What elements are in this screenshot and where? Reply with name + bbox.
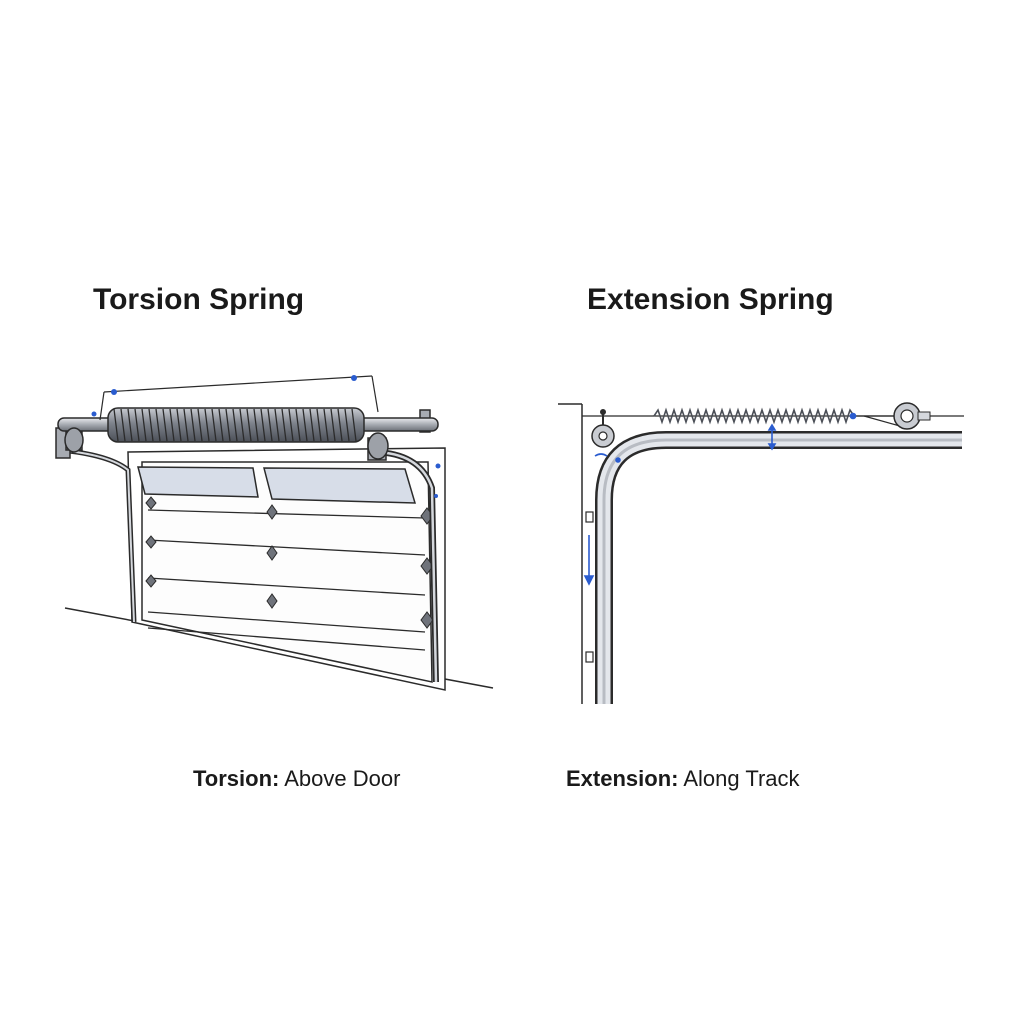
track-mounting-bolts xyxy=(585,511,594,663)
door-window-left xyxy=(137,466,259,498)
torsion-caption-label: Torsion: xyxy=(193,766,280,791)
left-vertical-track xyxy=(59,447,137,623)
door-window-right xyxy=(263,467,417,504)
cable-drums xyxy=(64,427,389,460)
extension-blue-markers xyxy=(583,412,857,586)
torsion-caption: Torsion: Above Door xyxy=(193,766,400,792)
extension-illustration xyxy=(558,402,964,704)
extension-spring-title: Extension Spring xyxy=(587,283,834,316)
curved-track-shine xyxy=(602,438,962,704)
torsion-caption-text: Above Door xyxy=(279,766,401,791)
extension-caption: Extension: Along Track xyxy=(566,766,800,792)
door-panel-lines xyxy=(147,509,426,651)
torsion-cable-assembly xyxy=(99,375,379,421)
extension-cable xyxy=(850,415,901,427)
blue-cable-markers xyxy=(91,375,441,498)
torsion-illustration xyxy=(55,375,494,691)
torsion-coil-spring xyxy=(107,407,365,443)
extension-caption-text: Along Track xyxy=(678,766,800,791)
extension-spring xyxy=(653,407,855,425)
rear-pulley xyxy=(893,402,931,430)
curved-track-inner xyxy=(597,433,962,704)
extension-caption-label: Extension: xyxy=(566,766,679,791)
left-vertical-track-inner xyxy=(59,449,135,623)
torsion-spring-title: Torsion Spring xyxy=(93,283,305,316)
curved-track xyxy=(595,431,962,704)
front-pulley xyxy=(591,409,615,448)
